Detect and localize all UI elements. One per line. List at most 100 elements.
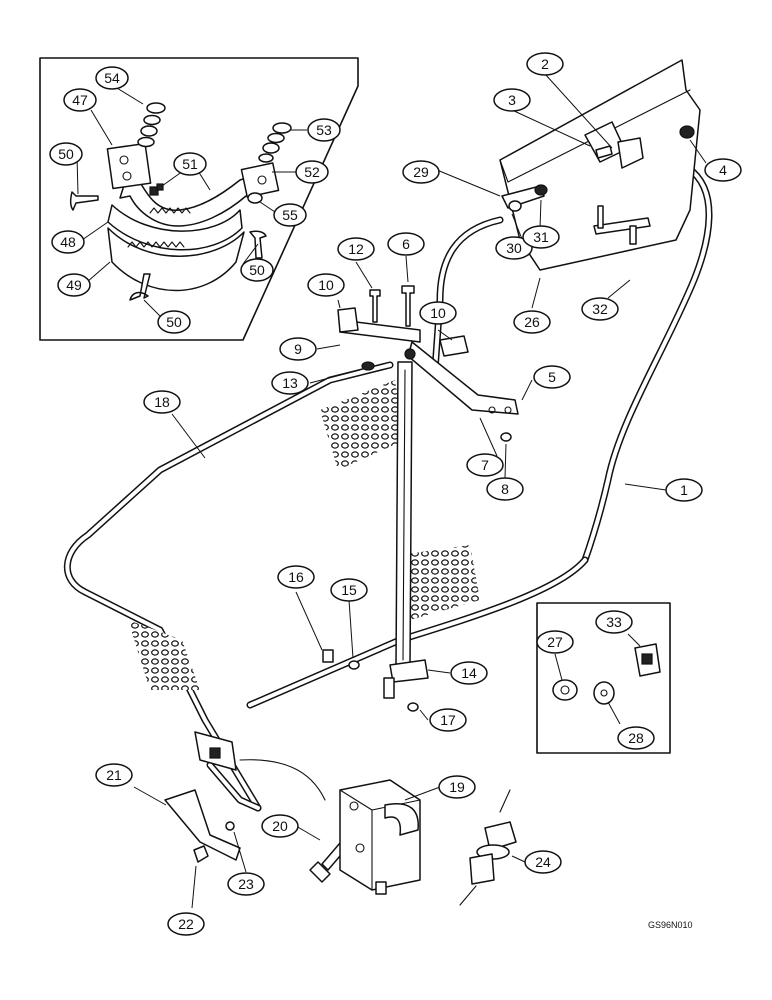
callout-32: 32 [581,297,619,321]
svg-text:50: 50 [166,314,182,330]
callouts: 1 2 3 4 5 6 7 8 9 10 10 12 13 14 15 16 1… [49,52,742,936]
callout-3: 3 [493,88,531,112]
callout-13: 13 [271,371,309,395]
svg-text:27: 27 [547,634,563,650]
svg-text:32: 32 [592,301,608,317]
mesh-upper [320,380,405,470]
inset-latch-panel [536,602,671,754]
callout-26: 26 [513,310,551,334]
callout-29: 29 [402,160,440,184]
svg-text:54: 54 [104,70,120,86]
callout-47: 47 [63,88,97,112]
inset-panel [39,57,359,341]
svg-text:52: 52 [304,164,320,180]
svg-text:50: 50 [249,262,265,278]
callout-2: 2 [526,52,564,76]
svg-text:18: 18 [154,394,170,410]
callout-7: 7 [466,453,504,477]
callout-19: 19 [438,775,476,799]
clamp-band-48 [107,204,243,251]
callout-9: 9 [279,337,317,361]
callout-22: 22 [167,912,205,936]
svg-text:14: 14 [461,665,477,681]
svg-text:5: 5 [548,369,556,385]
svg-text:19: 19 [449,779,465,795]
svg-text:3: 3 [508,92,516,108]
callout-20: 20 [261,814,299,838]
svg-text:51: 51 [182,156,198,172]
callout-48: 48 [51,230,85,254]
svg-text:16: 16 [288,569,304,585]
svg-text:29: 29 [413,164,429,180]
svg-text:8: 8 [501,481,509,497]
mesh-lower [400,545,480,620]
svg-text:28: 28 [628,730,644,746]
svg-text:10: 10 [318,277,334,293]
callout-53: 53 [307,118,341,142]
callout-18: 18 [143,390,181,414]
svg-text:24: 24 [535,854,551,870]
callout-21: 21 [95,763,133,787]
callout-50a: 50 [49,142,83,166]
callout-54: 54 [95,66,129,90]
svg-text:13: 13 [282,375,298,391]
svg-text:55: 55 [282,207,298,223]
support-assembly [322,285,519,712]
callout-50b: 50 [240,258,274,282]
callout-33: 33 [595,610,633,634]
svg-text:2: 2 [541,56,549,72]
svg-text:47: 47 [72,92,88,108]
callout-14: 14 [450,661,488,685]
callout-1: 1 [665,478,703,502]
svg-text:12: 12 [348,241,364,257]
lower-hardware [164,759,517,906]
callout-10b: 10 [419,301,457,325]
callout-24: 24 [524,850,562,874]
svg-text:26: 26 [524,314,540,330]
callout-4: 4 [704,158,742,182]
callout-50c: 50 [157,310,191,334]
svg-text:6: 6 [402,236,410,252]
svg-text:9: 9 [294,341,302,357]
cover-assembly [499,59,701,271]
callout-16: 16 [277,565,315,589]
callout-15: 15 [330,578,368,602]
callout-51: 51 [173,152,207,176]
svg-text:7: 7 [481,457,489,473]
callout-6: 6 [387,232,425,256]
svg-text:22: 22 [178,916,194,932]
callout-30: 30 [495,236,533,260]
callout-23: 23 [227,872,265,896]
leader-lines [133,73,707,909]
guard-frame [63,164,713,812]
svg-text:1: 1 [680,482,688,498]
callout-17: 17 [429,708,467,732]
svg-text:30: 30 [506,240,522,256]
callout-8: 8 [486,477,524,501]
callout-28: 28 [617,726,655,750]
svg-text:49: 49 [66,277,82,293]
callout-12: 12 [337,237,375,261]
svg-text:10: 10 [430,305,446,321]
svg-text:33: 33 [606,614,622,630]
svg-text:21: 21 [106,767,122,783]
svg-text:4: 4 [719,162,727,178]
svg-text:17: 17 [440,712,456,728]
callout-27: 27 [536,630,574,654]
figure-code: GS96N010 [648,920,693,930]
callout-55: 55 [273,203,307,227]
callout-49: 49 [57,273,91,297]
svg-text:15: 15 [341,582,357,598]
svg-text:20: 20 [272,818,288,834]
callout-31: 31 [522,225,560,249]
callout-10a: 10 [307,273,345,297]
svg-text:48: 48 [60,234,76,250]
callout-52: 52 [295,160,329,184]
callout-5: 5 [533,365,571,389]
svg-text:31: 31 [533,229,549,245]
mesh-left [128,620,200,690]
svg-text:50: 50 [58,146,74,162]
svg-text:23: 23 [238,876,254,892]
svg-text:53: 53 [316,122,332,138]
